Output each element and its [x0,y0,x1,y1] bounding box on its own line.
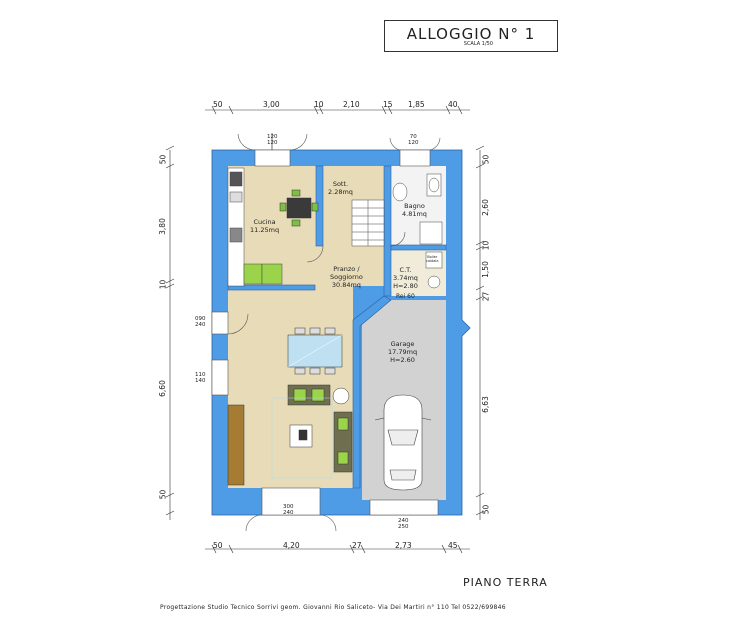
plan-title: ALLOGGIO N° 1 [406,25,536,43]
bathroom-fixtures [392,173,443,245]
dim-top-1: 3,00 [263,100,280,109]
kitchen-counter [227,167,283,287]
room-pranzo: Pranzo / Soggiorno 30.84mq [330,265,363,289]
dimension-lines [165,105,485,554]
dim-left-4: 50 [158,489,168,500]
dim-bottom-3: 2,73 [395,541,412,550]
dim-right-6: 50 [481,504,491,515]
dim-bottom-1: 4,20 [283,541,300,550]
living-furniture [227,384,353,486]
dim-bottom-0: 50 [213,541,223,550]
dim-right-0: 50 [481,154,491,165]
dim-top-6: 40 [448,100,458,109]
dim-top-5: 1,85 [408,100,425,109]
room-rei: Rei 60 [396,293,415,300]
boiler [425,251,443,289]
dim-top-3: 2,10 [343,100,360,109]
opening-top-right: 70 120 [408,134,419,146]
dim-top-2: 10 [314,100,324,109]
studio-credit: Progettazione Studio Tecnico Sorrivi geo… [160,604,506,611]
opening-bottom-left: 300 240 [283,504,294,516]
boiler-label: Boiler caldaia [426,255,439,263]
opening-left-lower: 110 140 [195,372,206,384]
windows [211,149,439,516]
dining-table [287,327,343,375]
dim-right-2: 10 [481,240,491,251]
dim-top-4: 15 [383,100,393,109]
opening-left-upper: 090 240 [195,316,206,328]
dim-right-4: 27 [481,291,491,302]
opening-top-left: 120 120 [267,134,278,146]
dim-right-5: 6,63 [480,396,490,413]
dim-right-3: 1,50 [480,261,490,278]
kitchen-table [279,189,319,227]
dim-left-2: 10 [158,279,168,290]
dim-top-0: 50 [213,100,223,109]
dim-right-1: 2,60 [480,199,490,216]
dim-left-0: 50 [158,154,168,165]
dim-bottom-2: 27 [352,541,362,550]
room-bagno: Bagno 4.81mq [402,202,427,218]
door-swings [227,133,441,532]
floor-name: PIANO TERRA [463,576,548,589]
room-cucina: Cucina 11.25mq [250,218,280,234]
dim-left-3: 6,60 [157,380,167,397]
dim-bottom-4: 45 [448,541,458,550]
room-sott: Sott. 2.28mq [328,180,353,196]
staircase [351,199,385,247]
room-ct: C.T. 3.74mq H=2.80 [393,266,418,290]
plan-scale: SCALA 1/50 [463,41,493,47]
dim-left-1: 3,80 [157,218,167,235]
car [374,394,432,491]
room-garage: Garage 17.79mq H=2.60 [388,340,418,364]
title-box: ALLOGGIO N° 1 SCALA 1/50 [384,20,558,52]
opening-bottom-right: 240 250 [398,518,409,530]
